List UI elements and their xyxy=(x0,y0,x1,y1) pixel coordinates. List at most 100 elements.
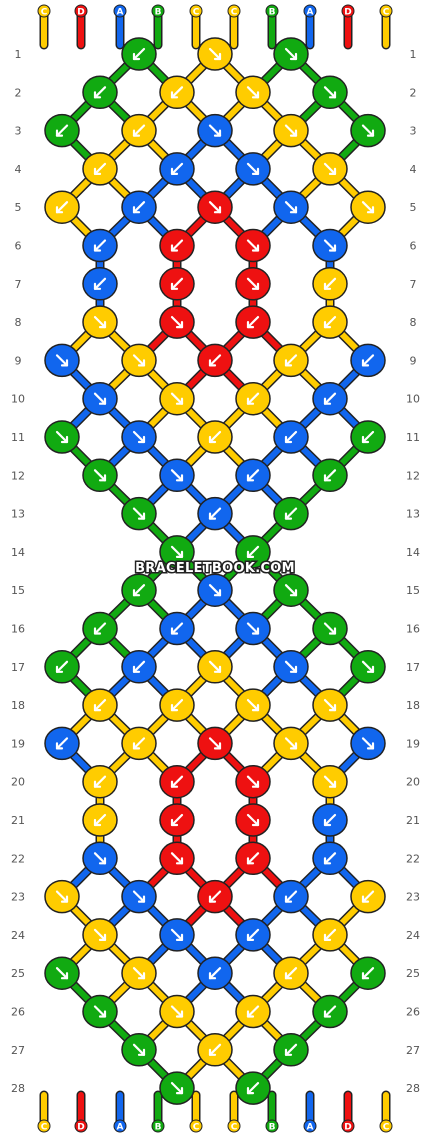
knot[interactable] xyxy=(235,918,271,952)
knot[interactable] xyxy=(235,152,271,186)
knot[interactable] xyxy=(235,1071,271,1105)
knot[interactable] xyxy=(312,458,348,493)
knot[interactable] xyxy=(121,37,157,71)
knot[interactable] xyxy=(44,726,80,761)
knot[interactable] xyxy=(273,879,309,914)
knot[interactable] xyxy=(197,190,233,224)
knot[interactable] xyxy=(312,994,348,1029)
knot[interactable] xyxy=(197,879,233,914)
knot[interactable] xyxy=(197,1033,233,1067)
knot[interactable] xyxy=(312,611,348,646)
knot[interactable] xyxy=(235,994,271,1029)
knot[interactable] xyxy=(121,573,157,607)
knot[interactable] xyxy=(159,535,195,569)
knot[interactable] xyxy=(235,611,271,646)
knot[interactable] xyxy=(197,343,233,378)
knot[interactable] xyxy=(82,918,118,952)
knot[interactable] xyxy=(197,650,233,684)
knot[interactable] xyxy=(82,267,118,301)
knot[interactable] xyxy=(273,420,309,454)
knot[interactable] xyxy=(197,496,233,531)
knot[interactable] xyxy=(82,841,118,876)
knot[interactable] xyxy=(273,37,309,71)
knot[interactable] xyxy=(121,113,157,148)
knot[interactable] xyxy=(197,956,233,990)
knot[interactable] xyxy=(159,1071,195,1105)
knot[interactable] xyxy=(312,228,348,263)
knot[interactable] xyxy=(197,726,233,761)
knot[interactable] xyxy=(159,267,195,301)
knot[interactable] xyxy=(121,190,157,224)
knot[interactable] xyxy=(82,305,118,339)
knot[interactable] xyxy=(273,573,309,607)
knot[interactable] xyxy=(121,726,157,761)
knot[interactable] xyxy=(82,381,118,416)
knot[interactable] xyxy=(121,956,157,990)
knot[interactable] xyxy=(312,918,348,952)
knot[interactable] xyxy=(273,496,309,531)
knot[interactable] xyxy=(44,956,80,990)
knot[interactable] xyxy=(235,764,271,799)
knot[interactable] xyxy=(350,113,386,148)
knot[interactable] xyxy=(312,764,348,799)
knot[interactable] xyxy=(273,650,309,684)
knot[interactable] xyxy=(312,75,348,110)
knot[interactable] xyxy=(235,841,271,876)
knot[interactable] xyxy=(312,305,348,339)
knot[interactable] xyxy=(44,420,80,454)
knot[interactable] xyxy=(197,420,233,454)
knot[interactable] xyxy=(235,228,271,263)
knot[interactable] xyxy=(235,688,271,722)
knot[interactable] xyxy=(312,841,348,876)
knot[interactable] xyxy=(235,305,271,339)
knot[interactable] xyxy=(159,611,195,646)
knot[interactable] xyxy=(159,381,195,416)
knot[interactable] xyxy=(82,994,118,1029)
knot[interactable] xyxy=(44,879,80,914)
knot[interactable] xyxy=(82,75,118,110)
knot[interactable] xyxy=(235,803,271,837)
knot[interactable] xyxy=(44,113,80,148)
knot[interactable] xyxy=(44,190,80,224)
knot[interactable] xyxy=(235,535,271,569)
knot[interactable] xyxy=(273,190,309,224)
knot[interactable] xyxy=(273,726,309,761)
knot[interactable] xyxy=(350,956,386,990)
knot[interactable] xyxy=(159,458,195,493)
knot[interactable] xyxy=(82,152,118,186)
knot[interactable] xyxy=(159,305,195,339)
knot[interactable] xyxy=(44,650,80,684)
knot[interactable] xyxy=(197,37,233,71)
knot[interactable] xyxy=(121,496,157,531)
knot[interactable] xyxy=(159,918,195,952)
knot[interactable] xyxy=(312,152,348,186)
knot[interactable] xyxy=(121,420,157,454)
knot[interactable] xyxy=(121,1033,157,1067)
knot[interactable] xyxy=(44,343,80,378)
knot[interactable] xyxy=(121,879,157,914)
knot[interactable] xyxy=(82,228,118,263)
knot[interactable] xyxy=(273,956,309,990)
knot[interactable] xyxy=(82,688,118,722)
knot[interactable] xyxy=(197,113,233,148)
knot[interactable] xyxy=(235,458,271,493)
knot[interactable] xyxy=(312,267,348,301)
knot[interactable] xyxy=(273,1033,309,1067)
knot[interactable] xyxy=(350,879,386,914)
knot[interactable] xyxy=(82,611,118,646)
knot[interactable] xyxy=(159,841,195,876)
knot[interactable] xyxy=(159,994,195,1029)
knot[interactable] xyxy=(159,688,195,722)
knot[interactable] xyxy=(312,803,348,837)
knot[interactable] xyxy=(235,75,271,110)
knot[interactable] xyxy=(82,458,118,493)
knot[interactable] xyxy=(350,190,386,224)
knot[interactable] xyxy=(121,343,157,378)
knot[interactable] xyxy=(82,803,118,837)
knot[interactable] xyxy=(273,343,309,378)
knot[interactable] xyxy=(350,420,386,454)
knot[interactable] xyxy=(273,113,309,148)
knot[interactable] xyxy=(159,764,195,799)
knot[interactable] xyxy=(159,228,195,263)
knot[interactable] xyxy=(235,381,271,416)
